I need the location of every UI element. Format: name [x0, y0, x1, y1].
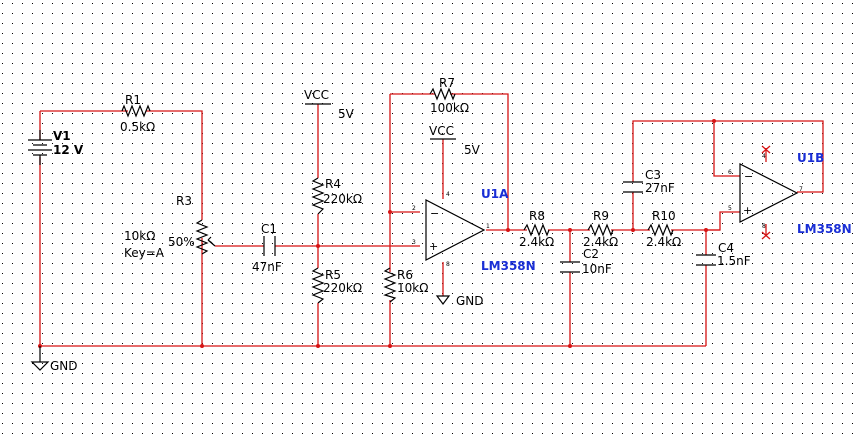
- c2-name: C2: [583, 247, 599, 261]
- r5-name: R5: [325, 268, 341, 282]
- r6-value: 10kΩ: [397, 281, 428, 295]
- r4-value: 220kΩ: [323, 192, 362, 206]
- u1a-pin-out: 1: [486, 223, 490, 230]
- vcc-source-1: VCC 5V: [304, 88, 355, 121]
- ground-opamp: GND: [435, 294, 484, 308]
- r8-value: 2.4kΩ: [519, 235, 554, 249]
- r6-name: R6: [397, 268, 413, 282]
- u1b-pin-vplus: 4: [762, 153, 766, 160]
- r3-value: 10kΩ: [124, 229, 155, 243]
- u1a-pin-vplus: 4: [446, 191, 450, 198]
- capacitor-c3[interactable]: C3 27nF: [623, 168, 675, 195]
- vcc-source-2: VCC 5V: [429, 124, 481, 157]
- resistor-r8[interactable]: R8 2.4kΩ: [519, 209, 554, 249]
- c3-value: 27nF: [645, 181, 675, 195]
- c2-value: 10nF: [582, 262, 612, 276]
- r9-name: R9: [593, 209, 609, 223]
- r4-name: R4: [325, 177, 341, 191]
- c4-value: 1.5nF: [717, 254, 751, 268]
- battery-v1[interactable]: V1 12 V: [28, 129, 84, 165]
- resistor-r4[interactable]: R4 220kΩ: [311, 177, 362, 215]
- u1b-pin-noninv: 5: [728, 205, 732, 212]
- u1b-name: U1B: [797, 151, 824, 165]
- c4-name: C4: [718, 241, 734, 255]
- svg-text:−: −: [430, 207, 439, 220]
- v1-name: V1: [53, 129, 71, 143]
- u1b-pin-out: 7: [799, 186, 803, 193]
- capacitor-c2[interactable]: C2 10nF: [560, 247, 612, 276]
- junction-nodes: [38, 119, 716, 348]
- r10-name: R10: [652, 209, 676, 223]
- svg-text:−: −: [744, 170, 753, 183]
- potentiometer-r3[interactable]: R3 10kΩ 50% Key=A: [124, 194, 216, 260]
- c3-name: C3: [645, 168, 661, 182]
- r1-value: 0.5kΩ: [120, 120, 155, 134]
- r8-name: R8: [529, 209, 545, 223]
- u1a-pin-vminus: 8: [446, 261, 450, 268]
- u1b-part: LM358N: [797, 222, 852, 236]
- c1-name: C1: [261, 222, 277, 236]
- u1b-pin-vminus: 8: [762, 223, 766, 230]
- resistor-r6[interactable]: R6 10kΩ: [383, 267, 428, 303]
- v1-value: 12 V: [53, 143, 84, 157]
- capacitor-c4[interactable]: C4 1.5nF: [696, 241, 751, 268]
- r3-position: 50%: [168, 235, 195, 249]
- resistor-r7[interactable]: R7 100kΩ: [429, 76, 469, 115]
- svg-text:+: +: [743, 204, 752, 217]
- opamp-u1b[interactable]: − + 6 5 7 4 8 U1B LM358N: [728, 145, 852, 240]
- vcc2-voltage: 5V: [464, 143, 481, 157]
- resistor-r9[interactable]: R9 2.4kΩ: [583, 209, 618, 249]
- opamp-u1a[interactable]: − + 2 3 1 4 8 U1A LM358N: [412, 187, 536, 273]
- r7-value: 100kΩ: [430, 101, 469, 115]
- r5-value: 220kΩ: [323, 281, 362, 295]
- gnd-main-label: GND: [50, 359, 78, 373]
- r3-name: R3: [176, 194, 192, 208]
- u1a-part: LM358N: [481, 259, 536, 273]
- u1a-name: U1A: [481, 187, 509, 201]
- u1a-pin-noninv: 3: [412, 239, 416, 246]
- gnd-opamp-label: GND: [456, 294, 484, 308]
- ground-main: GND: [30, 346, 78, 373]
- r3-key: Key=A: [124, 246, 165, 260]
- vcc1-label: VCC: [304, 88, 329, 102]
- resistor-r1[interactable]: R1 0.5kΩ: [120, 93, 155, 134]
- r1-name: R1: [125, 93, 141, 107]
- c1-value: 47nF: [252, 260, 282, 274]
- svg-text:+: +: [429, 240, 438, 253]
- resistor-r5[interactable]: R5 220kΩ: [311, 267, 362, 304]
- u1b-pin-inv: 6: [728, 169, 732, 176]
- capacitor-c1[interactable]: C1 47nF: [252, 222, 282, 274]
- u1a-pin-inv: 2: [412, 205, 416, 212]
- r9-value: 2.4kΩ: [583, 235, 618, 249]
- r10-value: 2.4kΩ: [646, 235, 681, 249]
- vcc1-voltage: 5V: [338, 107, 355, 121]
- r7-name: R7: [439, 76, 455, 90]
- vcc2-label: VCC: [429, 124, 454, 138]
- resistor-r10[interactable]: R10 2.4kΩ: [646, 209, 681, 249]
